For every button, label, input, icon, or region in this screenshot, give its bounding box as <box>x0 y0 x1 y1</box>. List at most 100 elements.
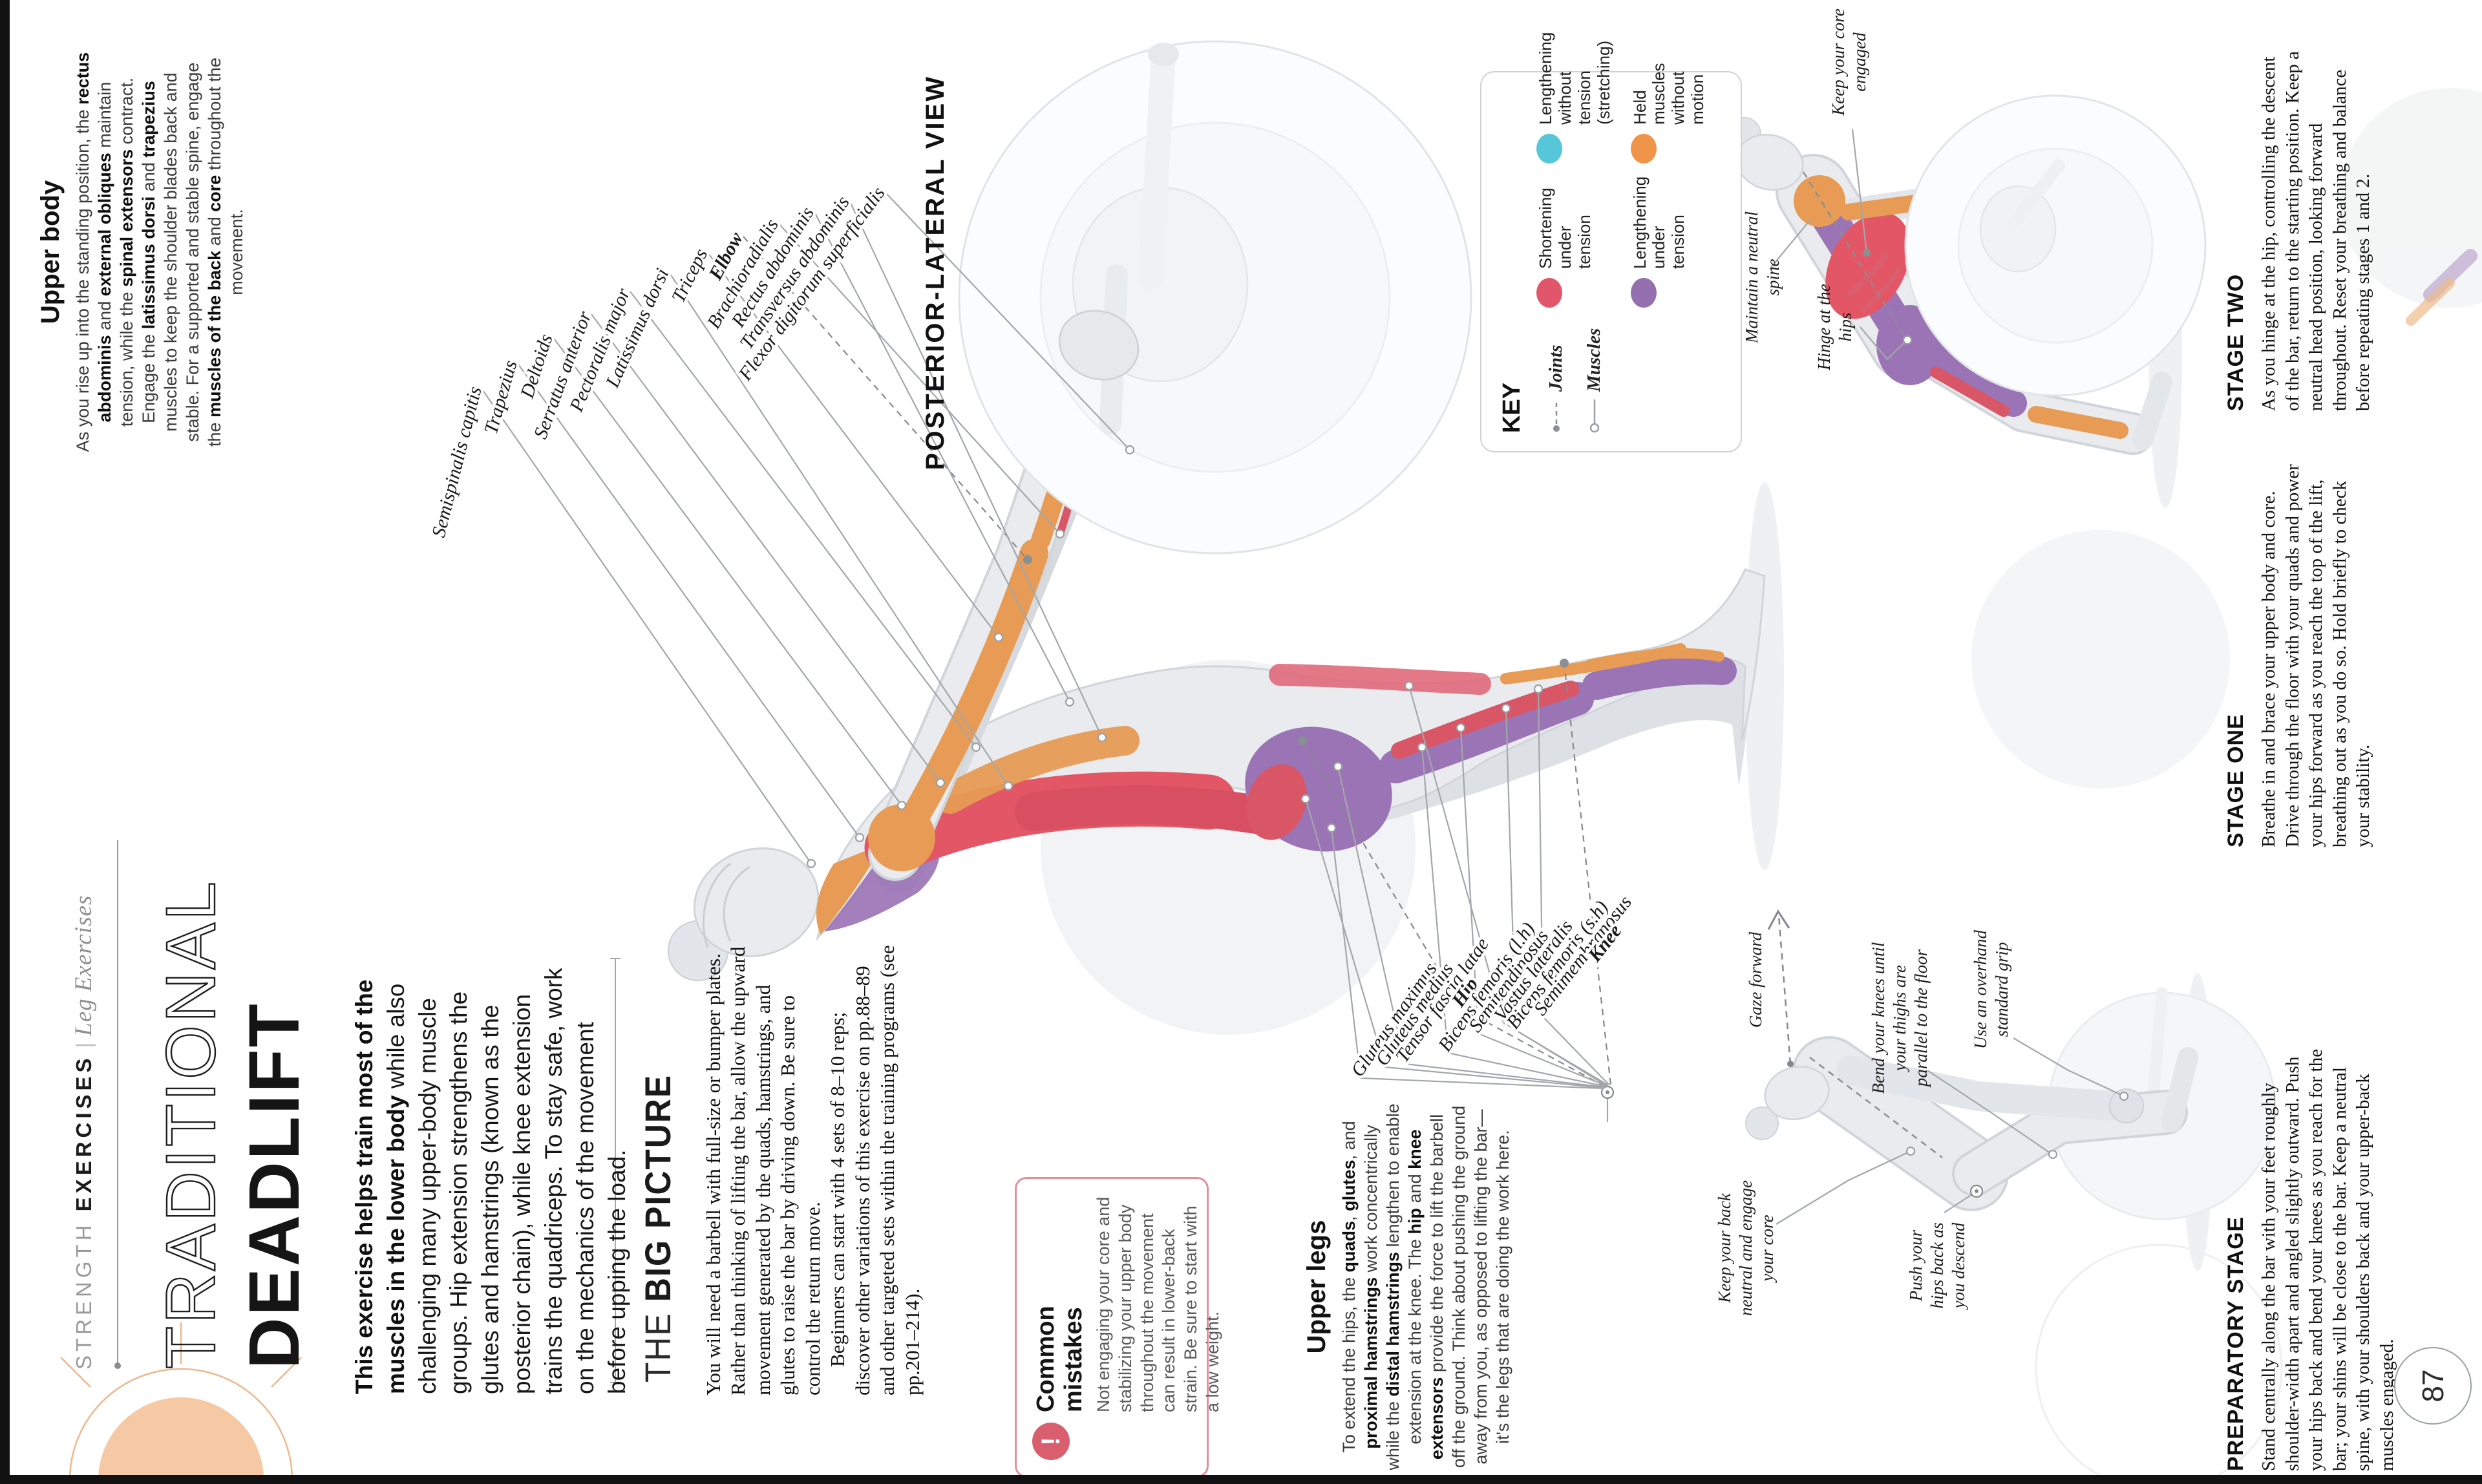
warning-icon: ! <box>1032 1423 1070 1460</box>
intro-paragraph: This exercise helps train most of the mu… <box>349 968 633 1394</box>
text-run: core <box>205 175 225 212</box>
common-mistakes-heading: Common mistakes <box>1032 1306 1087 1412</box>
key-item: Shortening under tension <box>1536 176 1614 308</box>
key-line-legend: Joints Muscles <box>1536 323 1708 433</box>
gaze-arrow <box>1767 909 1794 1067</box>
key-box: KEY Joints Muscles Shortening under tens… <box>1480 32 1742 452</box>
key-item-label: Shortening under tension <box>1536 187 1594 269</box>
text-run: and <box>95 296 115 335</box>
preparatory-stage-heading: PREPARATORY STAGE <box>2223 1216 2248 1471</box>
note-push-hips: Push your hips back as you descend <box>1906 1222 1968 1309</box>
big-picture-paragraph-2: Beginners can start with 4 sets of 8–10 … <box>826 945 924 1395</box>
text-run: and <box>205 211 225 251</box>
upper-body-heading: Upper body <box>36 180 65 324</box>
breadcrumb-chapter: EXERCISES <box>72 1054 96 1212</box>
corner-ghost-art <box>2340 88 2482 326</box>
near-hand <box>1058 310 1140 381</box>
text-run: muscles of the back <box>205 250 225 418</box>
text-run: hip <box>1405 1207 1425 1235</box>
text-run: , <box>1339 1211 1359 1221</box>
upper-legs-paragraph: To extend the hips, the quads, glutes, a… <box>1338 1103 1514 1471</box>
breadcrumb-divider: | <box>72 1042 96 1048</box>
text-run: and <box>139 157 159 196</box>
note-gaze: Gaze forward <box>1746 931 1765 1028</box>
key-muscles-label: Muscles <box>1584 328 1604 392</box>
page-number: 87 <box>2394 1347 2472 1425</box>
text-run: proximal hamstrings <box>1361 1277 1381 1449</box>
red-dot-icon <box>1536 278 1562 308</box>
text-run: trapezius <box>139 81 159 158</box>
bar-post <box>1138 43 1176 290</box>
page-title-line1: TRADITIONAL <box>151 879 229 1369</box>
key-joints-label: Joints <box>1545 344 1566 392</box>
muscle-label: Triceps <box>668 246 712 306</box>
key-title: KEY <box>1498 382 1525 433</box>
upper-legs-block: Upper legs To extend the hips, the quads… <box>1302 1103 1514 1471</box>
page-title-line2: DEADLIFT <box>235 1002 314 1369</box>
text-run: spinal extensors <box>117 149 137 287</box>
text-run: As you rise up into the standing positio… <box>73 104 92 452</box>
key-item: Held muscles without motion <box>1629 32 1708 164</box>
big-picture-heading: THE BIG PICTURE <box>637 1074 679 1383</box>
stage-one-heading: STAGE ONE <box>2223 714 2248 847</box>
stage-one-body: Breathe in and brace your upper body and… <box>2258 464 2374 847</box>
orange-dot-icon <box>1630 133 1657 164</box>
upper-legs-heading: Upper legs <box>1302 1220 1331 1354</box>
hair-lines <box>702 862 750 948</box>
stage-two-figure <box>1726 94 2230 789</box>
breadcrumb-subsection: Leg Exercises <box>70 895 97 1036</box>
note-bend-knees: Bend your knees until your thighs are pa… <box>1869 942 1931 1094</box>
key-color-grid: Shortening under tension Lengthening wit… <box>1536 32 1708 308</box>
upper-body-paragraph: As you rise up into the standing positio… <box>72 52 248 452</box>
breadcrumb: STRENGTH EXERCISES | Leg Exercises <box>70 895 98 1370</box>
text-run: glutes <box>1339 1160 1359 1211</box>
note-core: Keep your core engaged <box>1829 8 1869 116</box>
key-item: Lengthening without tension (stretching) <box>1536 32 1614 164</box>
far-plate <box>1971 530 2230 789</box>
key-item-label: Held muscles without motion <box>1629 63 1708 125</box>
key-item-label: Lengthening without tension (stretching) <box>1536 32 1613 125</box>
text-run: and <box>1405 1169 1425 1208</box>
muscle-label: Trapezius <box>480 358 522 436</box>
page-edge-bottom <box>0 1475 2482 1484</box>
note-grip: Use an overhand standard grip <box>1971 930 2011 1049</box>
muscles-icon <box>1589 399 1599 433</box>
main-figure <box>667 40 1784 1035</box>
common-mistakes-box: ! Common mistakes Not engaging your core… <box>1015 1177 1222 1478</box>
preparatory-figure <box>1745 909 2283 1484</box>
note-hinge: Hinge at the hips <box>1814 284 1855 370</box>
muscle-label: Semispinalis capitis <box>428 385 486 540</box>
key-item: Lengthening under tension <box>1629 176 1708 308</box>
big-picture-body: You will need a barbell with full-size o… <box>701 943 925 1395</box>
text-run: while also challenging many upper-body m… <box>382 968 630 1394</box>
section-divider <box>610 958 620 1383</box>
page-edge-left <box>0 0 10 1484</box>
stage-two-body: As you hinge at the hip, controlling the… <box>2258 51 2374 411</box>
heading-bold-part: BIG PICTURE <box>637 1074 678 1302</box>
breadcrumb-section: STRENGTH <box>72 1221 96 1370</box>
key-item-label: Lengthening under tension <box>1629 176 1688 269</box>
text-run: latissimus dorsi <box>139 196 159 330</box>
upper-body-block: Upper body As you rise up into the stand… <box>36 52 248 452</box>
view-caption: POSTERIOR-LATERAL VIEW <box>921 75 949 471</box>
text-run: external obliques <box>95 153 115 297</box>
preparatory-stage-body: Stand centrally along the bar with your … <box>2258 1048 2397 1471</box>
text-run: distal hamstrings <box>1383 1252 1403 1397</box>
common-mistakes-body: Not engaging your core and stabilizing y… <box>1094 1196 1222 1412</box>
note-spine: Maintain a neutral spine <box>1742 211 1783 343</box>
stage-two-heading: STAGE TWO <box>2223 273 2248 411</box>
stage-two-muscles <box>1794 175 2128 439</box>
text-run: , and <box>1339 1121 1359 1160</box>
kicker-rule <box>114 840 121 1369</box>
text-run: quads <box>1339 1220 1359 1273</box>
purple-dot-icon <box>1630 278 1657 308</box>
bar-end-cap <box>1148 43 1179 66</box>
text-run: To extend the hips, the <box>1339 1272 1359 1453</box>
note-back-neutral: Keep your back neutral and engage your c… <box>1715 1180 1777 1316</box>
joints-icon <box>1553 399 1560 432</box>
cyan-dot-icon <box>1536 133 1562 164</box>
big-picture-paragraph-1: You will need a barbell with full-size o… <box>702 946 824 1395</box>
